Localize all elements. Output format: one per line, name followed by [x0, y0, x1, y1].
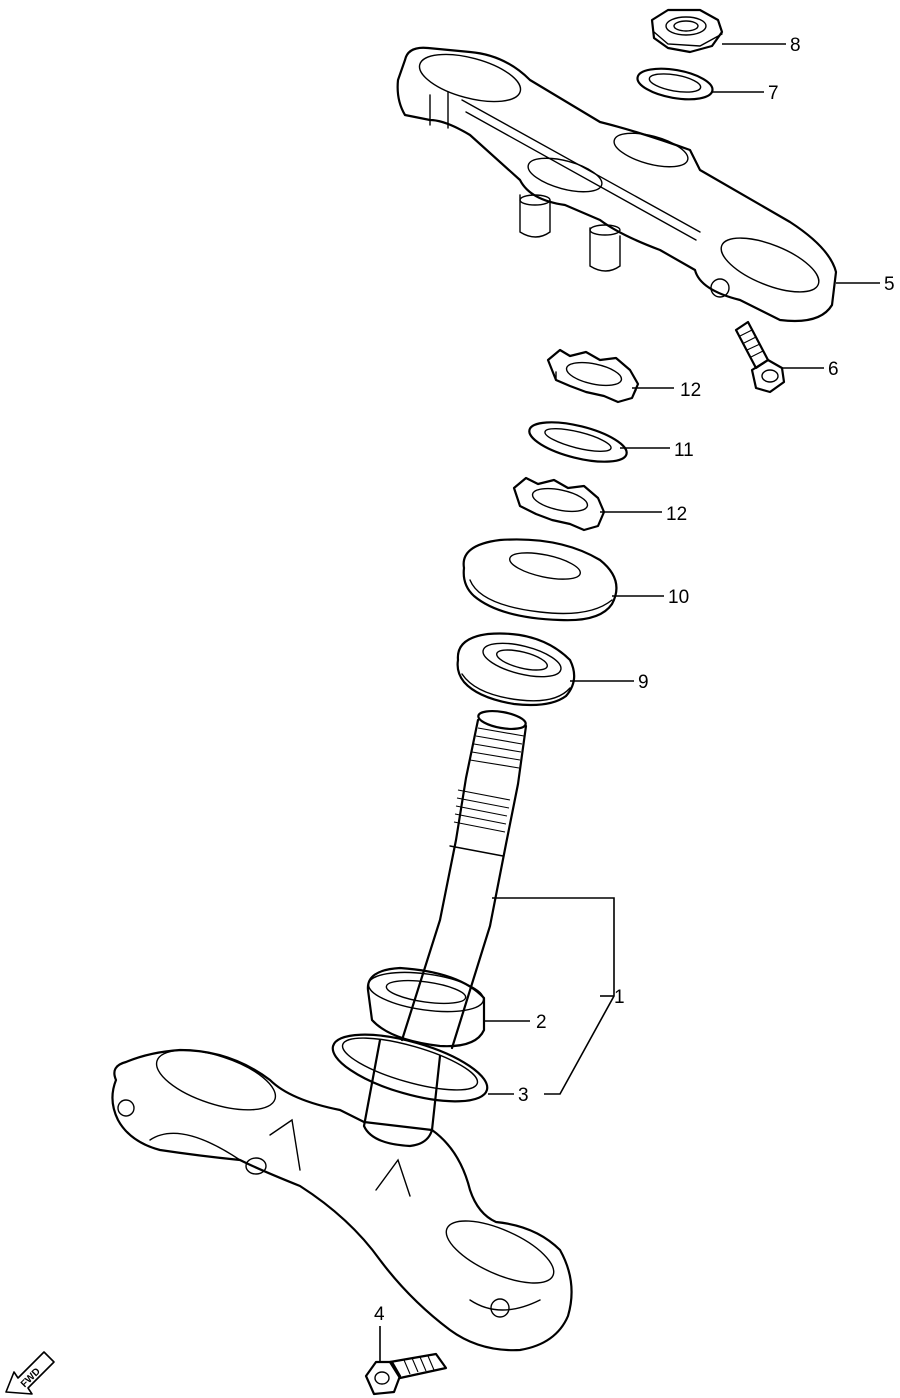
part-9-bearing [456, 632, 576, 707]
callout-4: 4 [374, 1304, 385, 1325]
part-3-dust-seal [331, 1033, 489, 1103]
callout-12-upper: 12 [680, 380, 701, 401]
callout-1: 1 [614, 987, 625, 1008]
part-2-bearing-lower [366, 966, 486, 1048]
part-10-dust-seal [462, 538, 618, 622]
callout-9: 9 [638, 672, 649, 693]
part-8-nut [650, 8, 724, 54]
callout-6: 6 [828, 359, 839, 380]
callout-7: 7 [768, 83, 779, 104]
callout-5: 5 [884, 274, 895, 295]
part-11-washer [528, 421, 628, 463]
part-4-bolt [364, 1352, 448, 1396]
callout-11: 11 [674, 440, 694, 461]
part-6-bolt [734, 320, 786, 394]
callout-3: 3 [518, 1085, 529, 1106]
callout-2: 2 [536, 1012, 547, 1033]
part-5-upper-bracket [396, 46, 838, 323]
leader-lines [379, 43, 880, 1362]
fwd-label: FWD [19, 1366, 43, 1390]
callout-labels: 8 7 5 6 12 11 12 10 9 1 2 3 4 [374, 35, 895, 1325]
part-12-lock-nut-lower [512, 476, 606, 532]
part-12-lock-nut-upper [546, 348, 640, 404]
part-1-steering-stem [400, 709, 528, 1050]
lower-bracket [111, 1038, 573, 1352]
callout-8: 8 [790, 35, 801, 56]
callout-10: 10 [668, 587, 689, 608]
forward-arrow-icon: FWD [5, 1351, 55, 1395]
callout-12-lower: 12 [666, 504, 687, 525]
part-7-washer [636, 67, 714, 101]
